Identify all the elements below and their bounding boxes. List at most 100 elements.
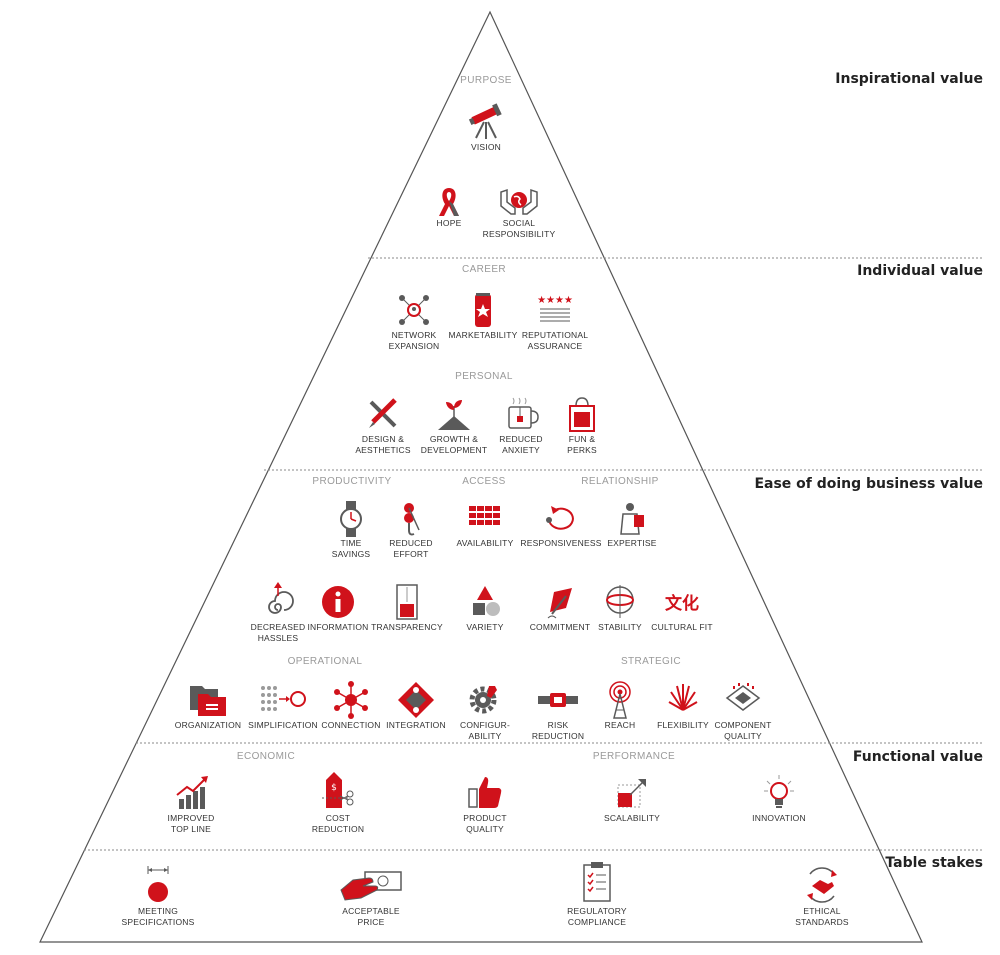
category-relationship: RELATIONSHIP: [581, 476, 659, 487]
gift-bag-icon: [569, 397, 595, 432]
element-product-quality: PRODUCT QUALITY: [430, 773, 540, 835]
spiral-icon: [268, 582, 294, 614]
element-social-responsibility: SOCIAL RESPONSIBILITY: [464, 184, 574, 240]
element-reduced-effort: REDUCED EFFORT: [356, 500, 466, 560]
element-transparency: TRANSPARENCY: [352, 582, 462, 633]
hand-with-bill-icon: [340, 871, 402, 901]
category-personal: PERSONAL: [455, 371, 513, 382]
element-reputational-assurance: ★★★★ REPUTATIONAL ASSURANCE: [500, 290, 610, 352]
element-regulatory-compliance: REGULATORY COMPLIANCE: [542, 860, 652, 928]
tier-label-inspirational: Inspirational value: [835, 71, 983, 87]
cycle-arrow-icon: [546, 506, 574, 530]
element-reach: REACH: [565, 680, 675, 731]
element-hope: HOPE: [394, 184, 504, 229]
calendar-grid-icon: [469, 506, 500, 525]
ribbon-icon: [439, 188, 459, 216]
price-tag-scissors-icon: $: [322, 772, 354, 808]
puzzle-icon: [398, 682, 434, 718]
element-label: STABILITY: [598, 622, 642, 632]
element-scalability: SCALABILITY: [577, 773, 687, 824]
scale-arrow-icon: [617, 779, 646, 808]
tea-cup-icon: [508, 397, 539, 429]
element-label: REACH: [604, 720, 636, 730]
element-fun-perks: FUN & PERKS: [527, 394, 637, 456]
element-label: REDUCED ANXIETY: [499, 434, 543, 455]
element-label: CULTURAL FIT: [651, 622, 713, 632]
element-label: TIME SAVINGS: [331, 538, 371, 559]
element-commitment: COMMITMENT: [505, 582, 615, 633]
element-availability: AVAILABILITY: [430, 500, 540, 549]
sprout-icon: [438, 400, 470, 430]
element-cost-reduction: $ COST REDUCTION: [283, 768, 393, 835]
element-variety: VARIETY: [430, 582, 540, 633]
clipboard-checklist-icon: [583, 862, 611, 902]
window-icon: [396, 584, 418, 620]
element-label: TRANSPARENCY: [371, 622, 443, 632]
element-stability: STABILITY: [565, 582, 675, 633]
element-responsiveness: RESPONSIVENESS: [506, 500, 616, 549]
element-label: FUN & PERKS: [567, 434, 597, 455]
seatbelt-icon: [538, 693, 578, 707]
hub-icon: [334, 681, 368, 719]
element-meeting-specifications: MEETING SPECIFICATIONS: [103, 864, 213, 928]
element-label: RESPONSIVENESS: [520, 538, 602, 548]
tier-label-functional: Functional value: [852, 749, 983, 765]
category-operational: OPERATIONAL: [287, 656, 363, 667]
gear-wrench-icon: [469, 686, 497, 714]
element-flexibility: FLEXIBILITY: [628, 680, 738, 731]
tier-label-individual: Individual value: [857, 263, 983, 279]
wenhua-glyph-icon: 文化: [665, 593, 699, 614]
element-label: VARIETY: [466, 622, 504, 632]
category-performance: PERFORMANCE: [592, 751, 676, 762]
element-label: PRODUCT QUALITY: [463, 813, 507, 834]
folder-icon: [190, 686, 226, 716]
element-design-aesthetics: DESIGN & AESTHETICS: [328, 394, 438, 456]
element-label: GROWTH & DEVELOPMENT: [420, 434, 488, 455]
svg-text:文化: 文化: [665, 593, 699, 614]
element-label: MEETING SPECIFICATIONS: [121, 906, 195, 927]
element-label: REGULATORY COMPLIANCE: [567, 906, 627, 927]
info-icon: [322, 586, 354, 618]
element-marketability: MARKETABILITY: [428, 290, 538, 341]
element-label: SOCIAL RESPONSIBILITY: [482, 218, 556, 239]
shapes-icon: [473, 586, 500, 616]
element-decreased-hassles: DECREASED HASSLES: [223, 582, 333, 644]
element-label: REDUCED EFFORT: [389, 538, 433, 559]
element-component-quality: COMPONENT QUALITY: [688, 680, 798, 742]
element-integration: INTEGRATION: [361, 680, 471, 731]
element-label: COST REDUCTION: [311, 813, 365, 834]
element-growth-development: GROWTH & DEVELOPMENT: [399, 394, 509, 456]
element-reduced-anxiety: REDUCED ANXIETY: [466, 394, 576, 456]
element-label: ETHICAL STANDARDS: [795, 906, 849, 927]
category-productivity: PRODUCTIVITY: [312, 476, 392, 487]
element-expertise: EXPERTISE: [577, 500, 687, 549]
tier-label-table-stakes: Table stakes: [885, 855, 983, 871]
element-label: INNOVATION: [752, 813, 806, 823]
globe-in-hands-icon: [500, 188, 538, 215]
element-label: CONFIGUR- ABILITY: [460, 720, 510, 741]
expert-person-icon: [620, 503, 644, 535]
element-innovation: INNOVATION: [724, 773, 834, 824]
element-vision: VISION: [431, 102, 541, 153]
element-improved-top-line: IMPROVED TOP LINE: [136, 773, 246, 835]
element-network-expansion: NETWORK EXPANSION: [359, 290, 469, 352]
element-time-savings: TIME SAVINGS: [296, 500, 406, 560]
element-label: COMMITMENT: [529, 622, 591, 632]
element-label: COMPONENT QUALITY: [714, 720, 772, 741]
thumbs-up-icon: [468, 777, 502, 808]
element-label: VISION: [470, 142, 501, 152]
measure-dot-icon: [147, 866, 169, 902]
element-label: SCALABILITY: [603, 813, 661, 823]
element-ethical-standards: ETHICAL STANDARDS: [767, 864, 877, 928]
svg-text:★★★★: ★★★★: [537, 295, 573, 306]
antenna-tower-icon: [609, 681, 631, 719]
handshake-cycle-icon: [807, 867, 837, 903]
network-icon: [399, 295, 429, 325]
category-career: CAREER: [461, 264, 507, 275]
element-label: RISK REDUCTION: [531, 720, 585, 741]
telescope-icon: [468, 103, 502, 139]
element-connection: CONNECTION: [296, 680, 406, 731]
element-label: ORGANIZATION: [174, 720, 242, 730]
stars-rating-icon: ★★★★: [537, 295, 573, 322]
